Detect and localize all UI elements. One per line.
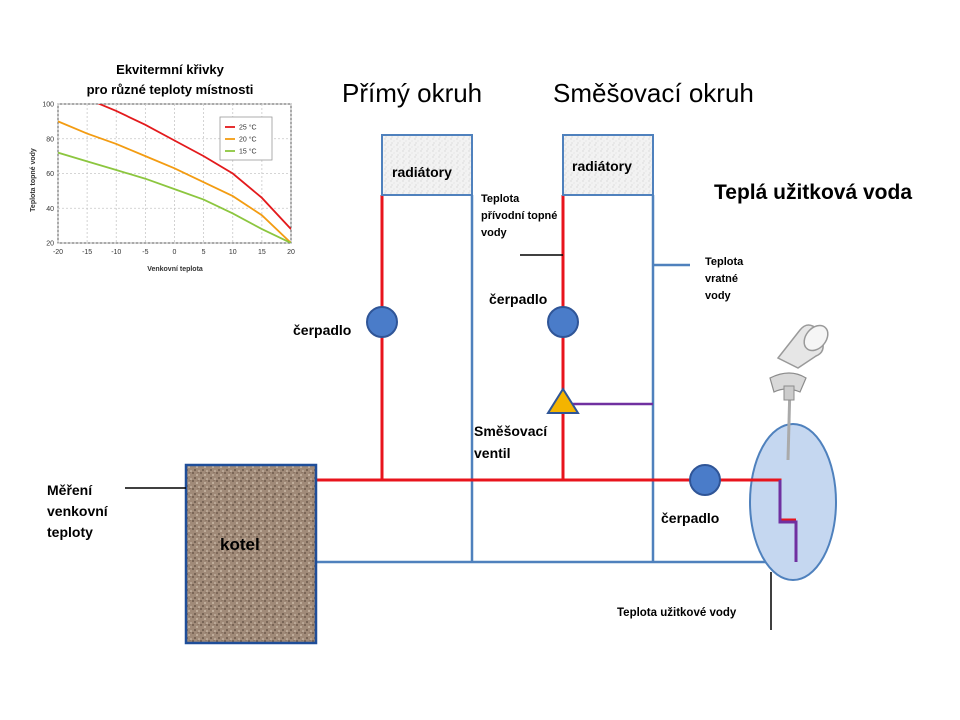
return-temp-label: Teplota vratné vody bbox=[705, 256, 744, 302]
dhw-temp-label: Teplota užitkové vody bbox=[617, 607, 737, 619]
radiator-primary bbox=[381, 134, 473, 196]
chart-title-line2: pro různé teploty místnosti bbox=[86, 82, 254, 97]
chart-legend-label: 25 °C bbox=[239, 124, 257, 132]
shower-head-icon bbox=[769, 324, 829, 461]
chart-y-tick-label: 60 bbox=[46, 171, 54, 178]
outdoor-temp-line2: venkovní bbox=[47, 503, 108, 519]
mixing-valve-label-line2: ventil bbox=[474, 445, 511, 461]
chart-ylabel: Teplota topné vody bbox=[30, 148, 37, 212]
sensor-leaders bbox=[125, 254, 772, 630]
chart-x-tick-label: -10 bbox=[111, 249, 121, 256]
return-pipes bbox=[316, 195, 796, 564]
chart-lines bbox=[58, 104, 291, 243]
tank-coil bbox=[778, 480, 798, 562]
chart-x-tick-label: 0 bbox=[173, 249, 177, 256]
chart-series-line-1 bbox=[58, 120, 291, 243]
chart-x-tick-label: 5 bbox=[202, 249, 206, 256]
chart-y-tick-label: 100 bbox=[42, 102, 54, 109]
heading-mixing-circuit: Směšovací okruh bbox=[553, 78, 754, 108]
chart-title-line1: Ekvitermní křivky bbox=[116, 62, 224, 77]
chart-legend: 25 °C 20 °C 15 °C bbox=[219, 116, 273, 161]
radiator-primary-label: radiátory bbox=[392, 164, 452, 180]
chart-title: Ekvitermní křivky pro různé teploty míst… bbox=[40, 60, 300, 100]
chart-x-tick-label: 20 bbox=[287, 249, 295, 256]
chart-x-tick-label: -20 bbox=[53, 249, 63, 256]
chart-x-tick-label: -15 bbox=[82, 249, 92, 256]
pump-hot-water-label: čerpadlo bbox=[661, 510, 720, 526]
chart-y-tick-label: 40 bbox=[46, 206, 54, 213]
chart-x-tick-label: 10 bbox=[229, 249, 237, 256]
chart-ticks: -20 -15 -10 -5 0 5 10 15 20 100 80 60 40 20 bbox=[42, 102, 295, 257]
chart-series-line-2 bbox=[58, 151, 291, 243]
pump-hot-water bbox=[689, 464, 721, 496]
outdoor-temp-line3: teploty bbox=[47, 524, 93, 540]
chart-x-tick-label: -5 bbox=[142, 249, 148, 256]
mixing-valve bbox=[546, 387, 580, 414]
chart-legend-label: 15 °C bbox=[239, 148, 257, 156]
chart-legend-label: 20 °C bbox=[239, 136, 257, 144]
boiler-label: kotel bbox=[220, 535, 260, 554]
chart-x-tick-label: 15 bbox=[258, 249, 266, 256]
pump-mixing-label: čerpadlo bbox=[489, 291, 548, 307]
radiator-mixing-label: radiátory bbox=[572, 158, 632, 174]
boiler bbox=[184, 463, 318, 645]
pump-primary bbox=[366, 306, 398, 338]
chart-y-tick-label: 20 bbox=[46, 241, 54, 248]
chart-series-line-0 bbox=[97, 104, 291, 230]
pump-mixing bbox=[547, 306, 579, 338]
hot-water-tank bbox=[749, 423, 837, 581]
outdoor-temp-line1: Měření bbox=[47, 482, 93, 498]
chart-xlabel: Venkovní teplota bbox=[147, 266, 203, 273]
pump-primary-label: čerpadlo bbox=[293, 322, 352, 338]
heading-hot-water: Teplá užitková voda bbox=[714, 181, 912, 204]
mixing-valve-label-line1: Směšovací bbox=[474, 423, 548, 439]
heading-primary-circuit: Přímý okruh bbox=[342, 78, 483, 108]
outdoor-temp-label: Měření venkovní teploty bbox=[47, 480, 108, 543]
radiator-mixing bbox=[562, 134, 654, 196]
chart-y-tick-label: 80 bbox=[46, 136, 54, 143]
mixing-valve-label: Směšovací ventil bbox=[474, 420, 547, 464]
supply-temp-label: Teplota přívodní topné vody bbox=[481, 193, 558, 239]
